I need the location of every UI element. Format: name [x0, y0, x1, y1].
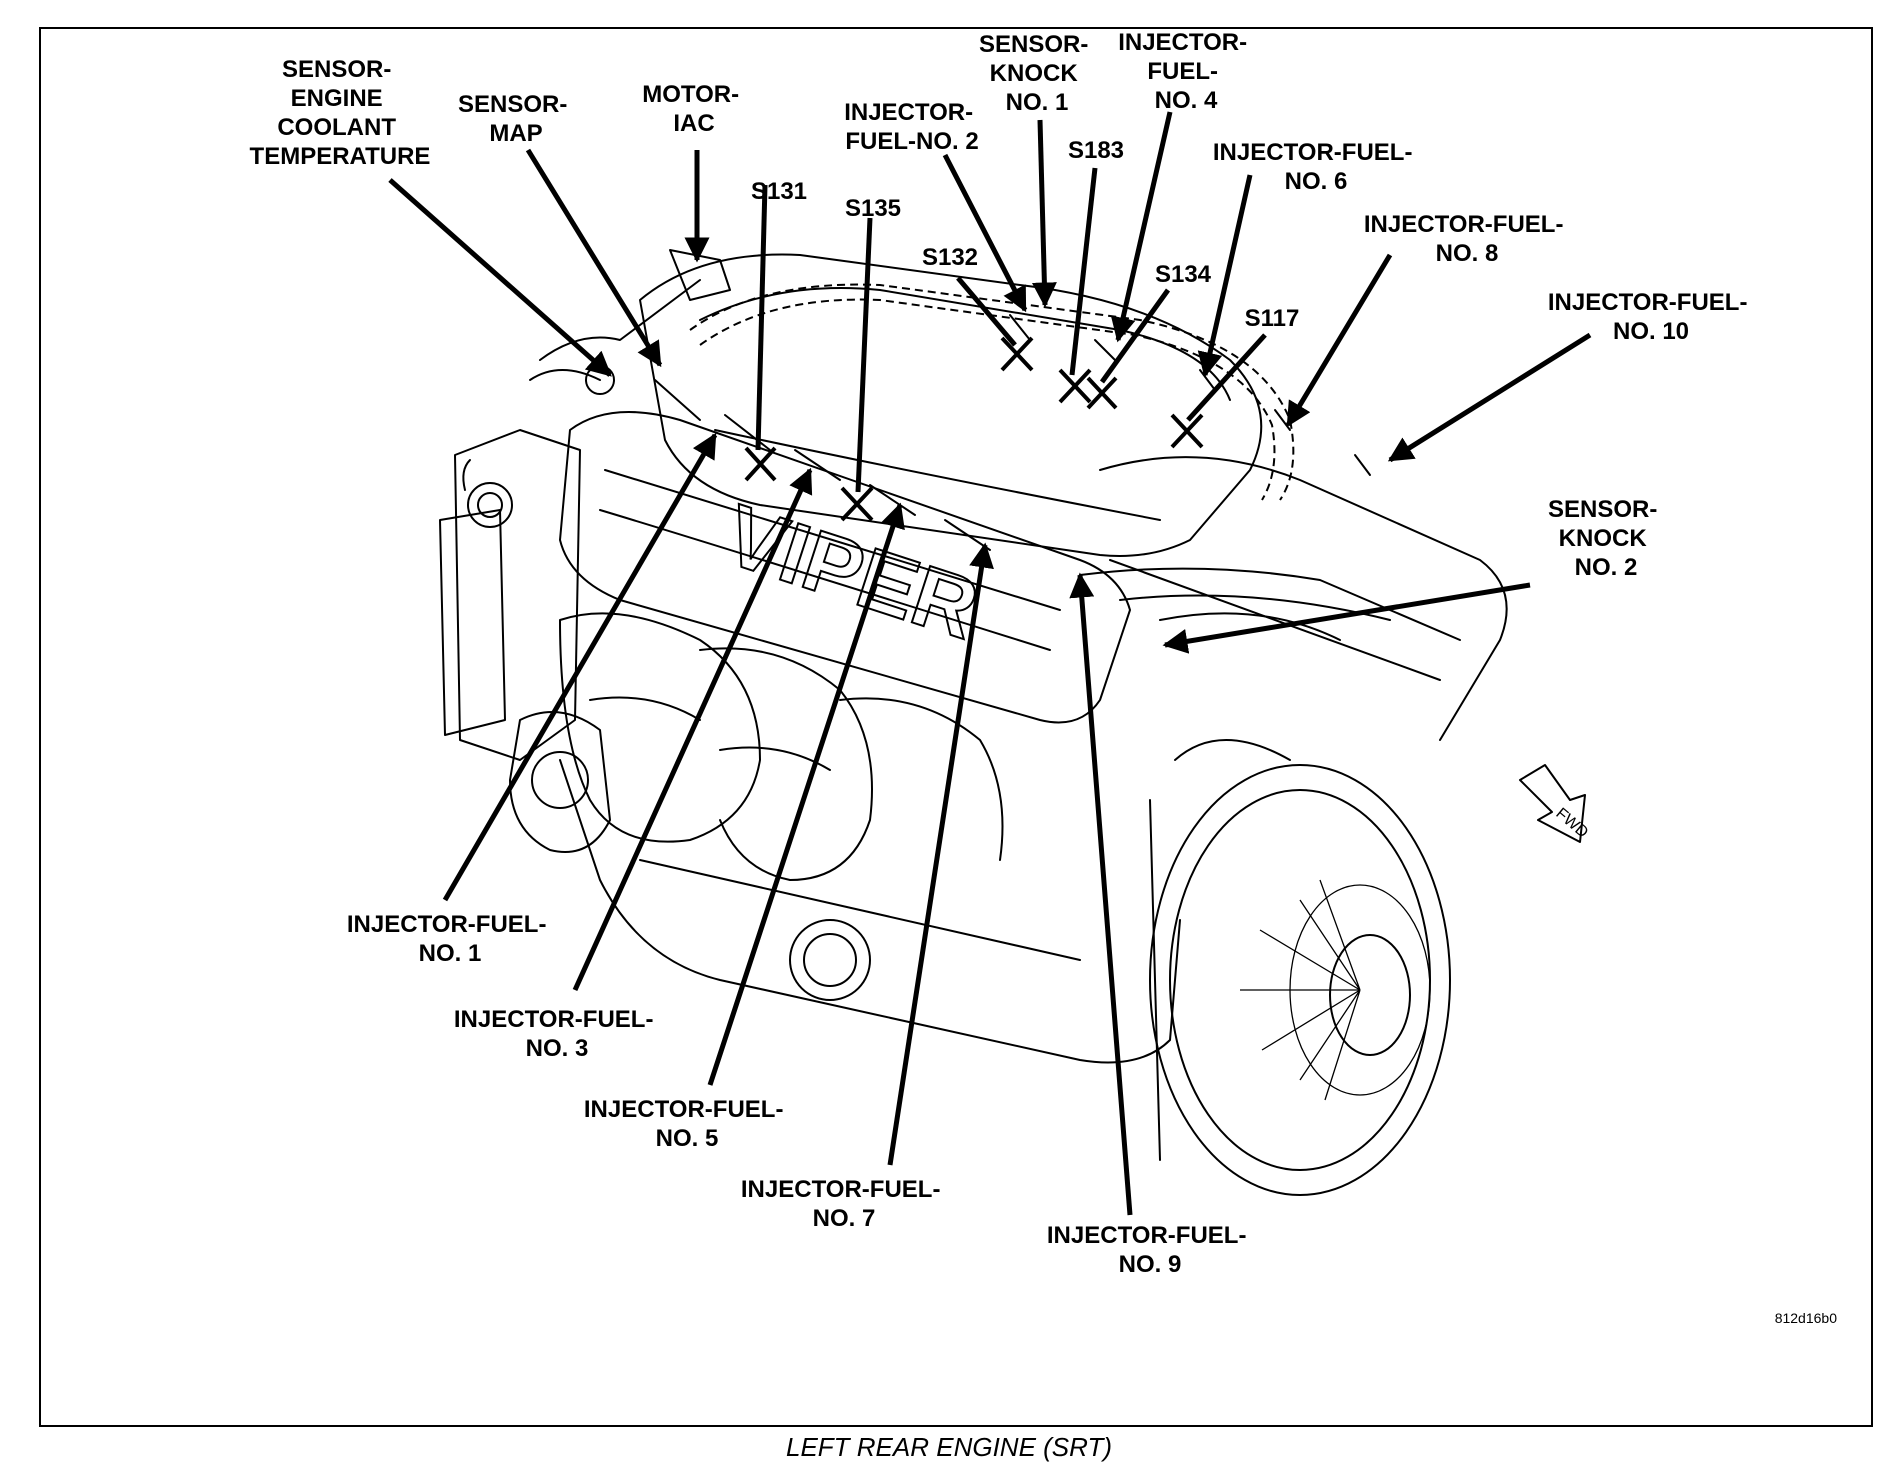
flywheel-clutch [1149, 739, 1451, 1196]
label-injector-5: INJECTOR-FUEL- NO. 5 [584, 1096, 790, 1152]
label-injector-9: INJECTOR-FUEL- NO. 9 [1047, 1222, 1253, 1278]
fwd-arrow: FWD [1519, 764, 1591, 843]
label-injector-1: INJECTOR-FUEL- NO. 1 [347, 911, 553, 967]
label-injector-2: INJECTOR- FUEL-NO. 2 [844, 99, 980, 155]
leader-s131 [755, 184, 768, 451]
label-sensor-map: SENSOR- MAP [458, 91, 574, 147]
leader-injector-4 [1110, 111, 1173, 343]
splice-x-s135 [840, 486, 874, 522]
leader-s134 [1099, 288, 1171, 384]
label-s131: S131 [751, 178, 807, 205]
label-sensor-ect: SENSOR- ENGINE COOLANT TEMPERATURE [250, 56, 431, 170]
label-s117: S117 [1245, 305, 1300, 332]
label-s132: S132 [922, 244, 978, 271]
label-s134: S134 [1155, 261, 1212, 288]
leader-injector-10 [1387, 332, 1592, 463]
callout-labels: SENSOR- ENGINE COOLANT TEMPERATURE SENSO… [250, 29, 1838, 1326]
leader-injector-8 [1285, 253, 1393, 428]
splice-x-s132 [1000, 336, 1034, 372]
leader-lines [388, 111, 1592, 1216]
label-motor-iac: MOTOR- IAC [642, 81, 746, 137]
label-s183: S183 [1068, 137, 1124, 164]
label-s135: S135 [845, 195, 901, 222]
label-injector-7: INJECTOR-FUEL- NO. 7 [741, 1176, 947, 1232]
label-injector-6: INJECTOR-FUEL- NO. 6 [1213, 139, 1419, 195]
leader-s117 [1186, 333, 1267, 422]
leader-knock-1 [1031, 119, 1057, 308]
label-sensor-knock-2: SENSOR- KNOCK NO. 2 [1548, 496, 1664, 581]
leader-sensor-map [525, 148, 663, 368]
fwd-label: FWD [1552, 805, 1591, 841]
leader-knock-2 [1162, 582, 1531, 654]
leader-injector-9 [1069, 572, 1133, 1216]
leader-injector-2 [942, 153, 1028, 313]
leader-injector-1 [442, 432, 718, 902]
splice-x-s131 [744, 446, 777, 482]
figure-id: 812d16b0 [1775, 1310, 1838, 1326]
label-sensor-knock-1: SENSOR- KNOCK NO. 1 [979, 31, 1095, 116]
leader-injector-7 [887, 542, 994, 1166]
leader-s132 [956, 276, 1017, 347]
leader-injector-6 [1197, 174, 1253, 378]
splice-x-s183 [1058, 368, 1092, 404]
leader-injector-5 [707, 502, 905, 1086]
splice-x-s117 [1170, 413, 1204, 449]
figure-caption: LEFT REAR ENGINE (SRT) [785, 1432, 1112, 1462]
leader-sensor-ect [388, 178, 612, 377]
label-injector-10: INJECTOR-FUEL- NO. 10 [1548, 289, 1754, 345]
splice-x-s134 [1086, 376, 1118, 410]
engine-illustration: VIPER [439, 249, 1508, 1196]
label-injector-3: INJECTOR-FUEL- NO. 3 [454, 1006, 660, 1062]
splice-marks [744, 336, 1204, 522]
leader-injector-3 [572, 467, 813, 992]
leader-s135 [855, 217, 873, 493]
label-injector-8: INJECTOR-FUEL- NO. 8 [1364, 211, 1570, 267]
label-injector-4: INJECTOR- FUEL- NO. 4 [1118, 29, 1254, 114]
leader-s183 [1069, 167, 1098, 376]
